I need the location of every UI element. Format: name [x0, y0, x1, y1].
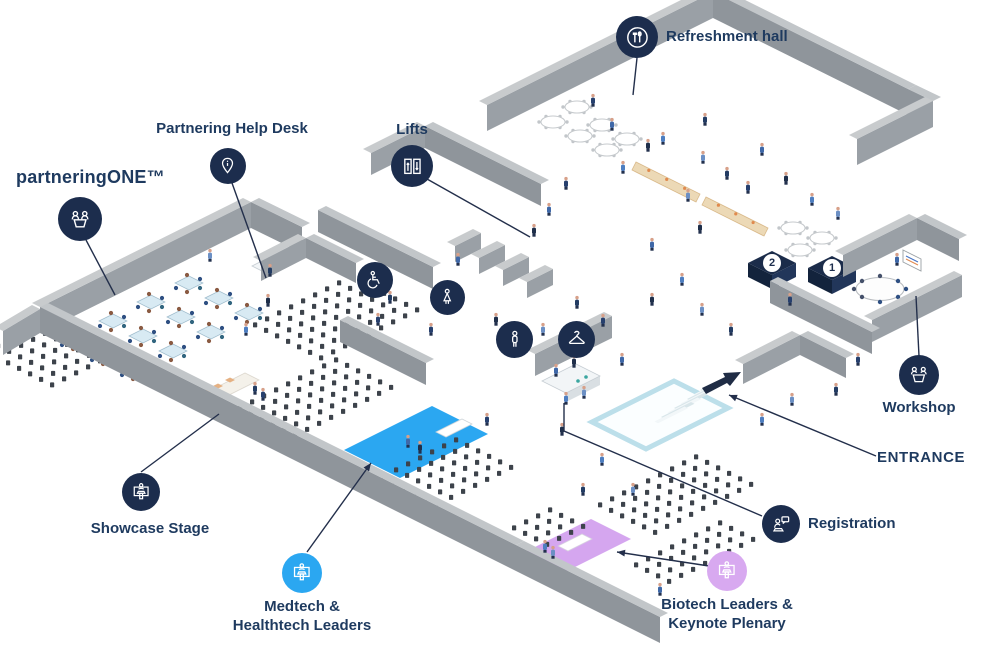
meeting-pod-2-badge: 2 [763, 254, 781, 272]
workshop-discussion-icon [899, 355, 939, 395]
lift-doors-icon [391, 145, 433, 187]
registration-desk-icon [762, 505, 800, 543]
biotech-plenary-icon [707, 551, 747, 591]
biotech-plenary-label: Biotech Leaders & Keynote Plenary [627, 595, 827, 633]
cloakroom-hanger-icon [558, 321, 595, 358]
biotech-plenary-label-line2: Keynote Plenary [668, 615, 786, 632]
medtech-leaders-icon [282, 553, 322, 593]
showcase-stage-icon [122, 473, 160, 511]
womens-toilet-icon [430, 280, 465, 315]
showcase-stage-label: Showcase Stage [90, 520, 210, 537]
medtech-leaders-label-line1: Medtech & [264, 598, 340, 615]
mens-toilet-icon [496, 321, 533, 358]
meeting-pod-1-badge: 1 [823, 259, 841, 277]
entrance-label: ENTRANCE [877, 449, 966, 466]
partneringone-logo: partneringONE™ [16, 167, 165, 187]
partnering-help-desk-label: Partnering Help Desk [156, 120, 308, 137]
medtech-leaders-label: Medtech & Healthtech Leaders [202, 597, 402, 635]
workshop-label: Workshop [882, 399, 956, 416]
cutlery-icon [616, 16, 658, 58]
lifts-label: Lifts [396, 121, 428, 138]
medtech-leaders-label-line2: Healthtech Leaders [232, 617, 372, 634]
registration-label: Registration [808, 515, 896, 532]
wheelchair-access-icon [357, 262, 393, 298]
info-pin-icon [210, 148, 246, 184]
partnering-meeting-icon [58, 197, 102, 241]
biotech-plenary-label-line1: Biotech Leaders & [661, 596, 793, 613]
refreshment-hall-label: Refreshment hall [666, 28, 788, 45]
